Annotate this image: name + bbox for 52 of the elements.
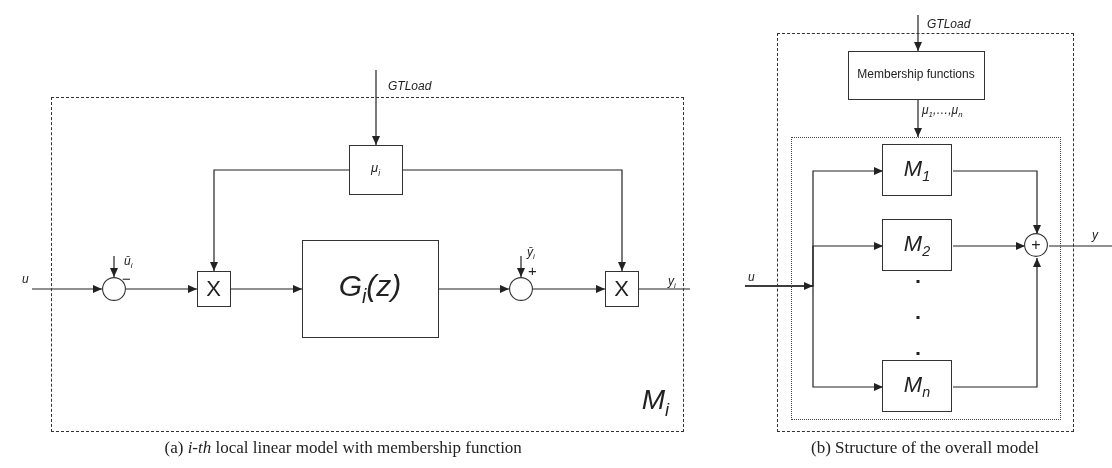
arrow — [517, 255, 525, 278]
model-boundary — [51, 97, 684, 432]
arrow — [31, 285, 103, 293]
arrow — [402, 169, 626, 272]
summing-junction — [508, 276, 533, 301]
figure-caption: (a) i-th local linear model with membership function — [164, 438, 522, 458]
edge-label: u — [748, 270, 755, 284]
model-boundary — [777, 33, 1074, 432]
local-model-block — [882, 360, 952, 412]
edge-label: y$_{i}$ — [668, 274, 676, 293]
arrow — [914, 99, 922, 138]
membership-block — [847, 50, 985, 100]
sign-label: + — [528, 264, 537, 278]
local-model-block — [882, 144, 952, 196]
arrow — [744, 285, 884, 391]
multiplier-block — [196, 270, 231, 307]
arrow — [230, 285, 303, 293]
block-label: M$_{1}$ — [903, 155, 931, 185]
block-label: G$_{i}$(z) — [338, 269, 402, 308]
block-label: μ$_{i}$ — [371, 160, 380, 179]
block-label: X — [206, 275, 221, 302]
transfer-function-block — [301, 239, 439, 338]
arrow — [914, 14, 922, 52]
block-label: Membership functions — [857, 68, 975, 82]
arrow — [532, 285, 606, 293]
block-label: + — [1031, 235, 1041, 255]
edge-label: GTLoad — [927, 17, 971, 31]
figure-caption: (b) Structure of the overall model — [811, 438, 1039, 458]
arrow — [952, 170, 1041, 235]
block-label: X — [614, 275, 629, 302]
arrow — [952, 257, 1041, 388]
block-label: M$_{n}$ — [903, 371, 931, 401]
block-label: M$_{i}$ — [641, 384, 669, 421]
edge-label: GTLoad — [388, 79, 432, 93]
local-model-block — [882, 219, 952, 271]
arrow — [210, 169, 350, 272]
edge-label: μ$_{1}$,…,μ$_{n}$ — [922, 103, 963, 122]
arrow — [125, 285, 198, 293]
arrow — [110, 255, 118, 278]
arrow — [438, 285, 510, 293]
summing-junction — [1024, 233, 1048, 257]
multiplier-block — [604, 270, 639, 307]
summing-junction — [101, 276, 126, 301]
edge-label: y — [1092, 228, 1098, 242]
edge-label: ū$_{i}$ — [124, 254, 133, 273]
sign-label: − — [122, 272, 131, 286]
membership-block — [348, 144, 403, 195]
edge-label: ȳ$_{i}$ — [527, 245, 535, 264]
block-label: M$_{2}$ — [903, 230, 931, 260]
local-models-group — [790, 136, 1061, 420]
edge-label: u — [22, 272, 29, 286]
arrow — [372, 69, 380, 146]
